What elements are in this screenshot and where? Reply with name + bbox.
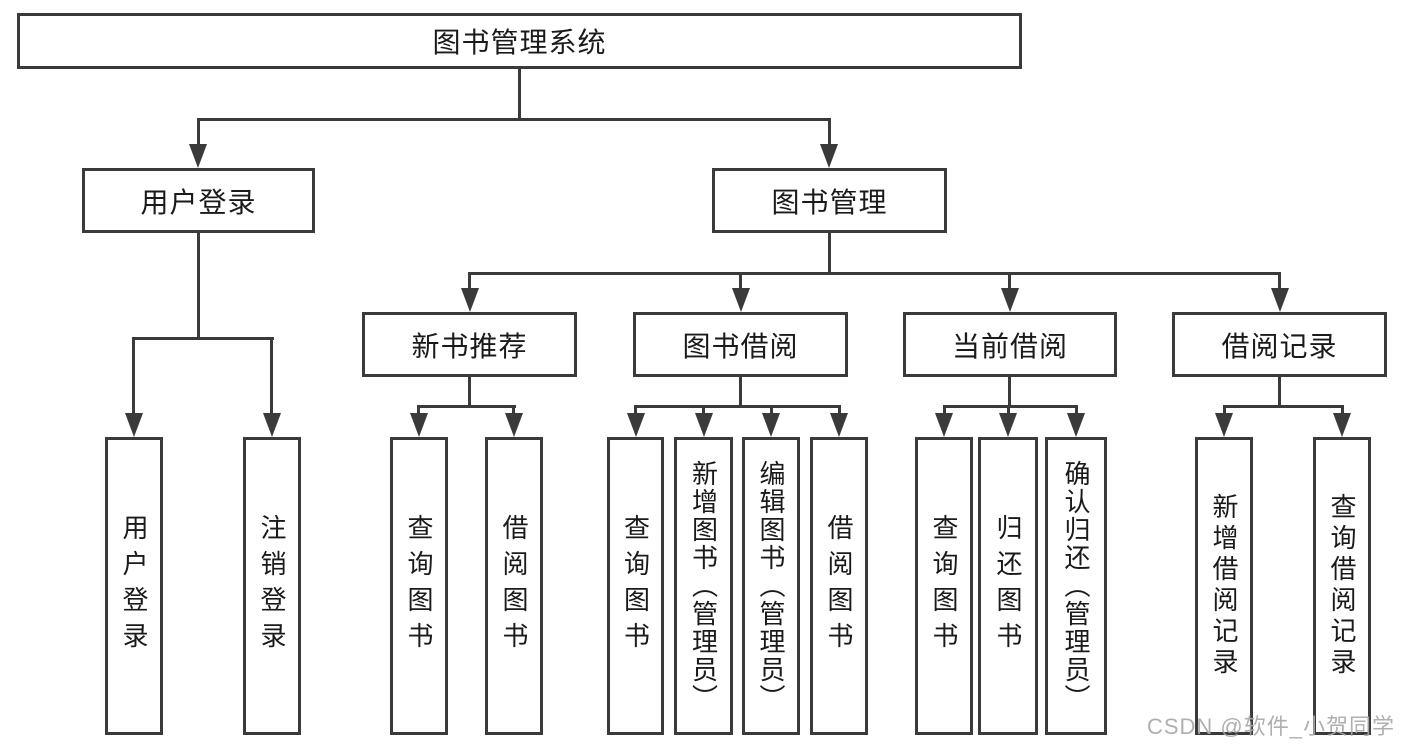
leaf-br-add-record: 新增借阅记录 [1195,437,1253,735]
arrowhead-new-book [461,288,479,312]
leaf-bb-edit-books-admin-label: 编辑图书（管理员） [756,460,786,712]
connector-stem-book-borrowing [739,272,742,290]
connector-newbook-rail [417,405,516,408]
leaf-logout-label: 注销登录 [257,514,287,658]
leaf-cb-query-books-label: 查询图书 [929,514,959,658]
leaf-bb-add-books-admin: 新增图书（管理员） [674,437,733,735]
connector-stem-nb-query [417,405,420,415]
arrowhead-nb-borrow [505,413,523,437]
arrowhead-cb-query [935,413,953,437]
connector-borrowing-rail [634,405,841,408]
arrowhead-leaf-login [125,413,143,437]
connector-stem-borrowing-records [1278,272,1281,290]
leaf-bb-borrow-books-label: 借阅图书 [824,514,854,658]
connector-stem-bb-borrow [838,405,841,415]
arrowhead-cb-return [999,413,1017,437]
leaf-bb-query-books-label: 查询图书 [620,514,651,658]
connector-stem-br-add [1223,405,1226,415]
arrowhead-book-borrowing [732,288,750,312]
node-current-borrowing: 当前借阅 [903,312,1117,377]
leaf-cb-return-books-label: 归还图书 [993,514,1023,658]
arrowhead-bb-edit [762,413,780,437]
arrowhead-bb-borrow [830,413,848,437]
arrowhead-br-query [1333,413,1351,437]
leaf-br-query-record-label: 查询借阅记录 [1327,493,1357,679]
leaf-bb-edit-books-admin: 编辑图书（管理员） [742,437,800,735]
connector-records-drop [1278,377,1281,408]
node-root: 图书管理系统 [17,13,1022,69]
leaf-bb-borrow-books: 借阅图书 [810,437,868,735]
connector-stem-current-borrowing [1008,272,1011,290]
arrowhead-cb-confirm [1067,413,1085,437]
leaf-cb-return-books: 归还图书 [978,437,1038,735]
leaf-br-query-record: 查询借阅记录 [1313,437,1371,735]
connector-userlogin-rail [132,337,274,340]
leaf-br-add-record-label: 新增借阅记录 [1209,493,1239,679]
leaf-user-login: 用户登录 [105,437,163,735]
leaf-nb-query-books-label: 查询图书 [404,514,434,658]
connector-records-rail [1223,405,1344,408]
leaf-cb-query-books: 查询图书 [915,437,973,735]
node-new-book-recommend: 新书推荐 [362,312,577,377]
connector-borrowing-drop [739,377,742,408]
leaf-nb-borrow-books-label: 借阅图书 [499,514,529,658]
connector-bookmgmt-rail [468,272,1281,275]
connector-stem-leaf-login [132,337,135,415]
connector-stem-cb-confirm [1075,405,1078,415]
node-book-management: 图书管理 [712,168,947,233]
arrowhead-current-borrowing [1001,288,1019,312]
arrowhead-bb-query [627,413,645,437]
connector-root-drop [518,69,521,121]
connector-stem-cb-query [943,405,946,415]
connector-stem-bb-edit [770,405,773,415]
connector-userlogin-drop [197,233,200,340]
leaf-logout: 注销登录 [243,437,301,735]
arrowhead-bb-add [695,413,713,437]
leaf-bb-query-books: 查询图书 [607,437,664,735]
connector-stem-cb-return [1007,405,1010,415]
leaf-nb-borrow-books: 借阅图书 [485,437,543,735]
connector-stem-bb-add [702,405,705,415]
connector-root-rail [197,118,831,121]
connector-stem-bb-query [634,405,637,415]
connector-stem-br-query [1341,405,1344,415]
arrowhead-borrowing-records [1271,288,1289,312]
connector-current-drop [1008,377,1011,408]
arrowhead-user-login [189,144,207,168]
connector-stem-leaf-logout [270,337,273,415]
node-borrowing-records: 借阅记录 [1172,312,1387,377]
leaf-bb-add-books-admin-label: 新增图书（管理员） [688,460,719,712]
leaf-user-login-label: 用户登录 [119,514,149,658]
leaf-nb-query-books: 查询图书 [390,437,448,735]
connector-stem-user-login [197,118,200,146]
connector-current-rail [943,405,1078,408]
leaf-cb-confirm-return-admin: 确认归还（管理员） [1045,437,1107,735]
arrowhead-leaf-logout [263,413,281,437]
connector-bookmgmt-drop [828,233,831,275]
connector-newbook-drop [468,377,471,408]
connector-stem-nb-borrow [512,405,515,415]
leaf-cb-confirm-return-admin-label: 确认归还（管理员） [1061,460,1091,712]
connector-stem-book-management [828,118,831,146]
csdn-watermark: CSDN @软件_小贺同学 [1146,714,1395,739]
arrowhead-book-management [820,144,838,168]
node-user-login: 用户登录 [82,168,315,233]
node-book-borrowing: 图书借阅 [633,312,848,377]
connector-stem-new-book [468,272,471,290]
arrowhead-br-add [1215,413,1233,437]
arrowhead-nb-query [410,413,428,437]
